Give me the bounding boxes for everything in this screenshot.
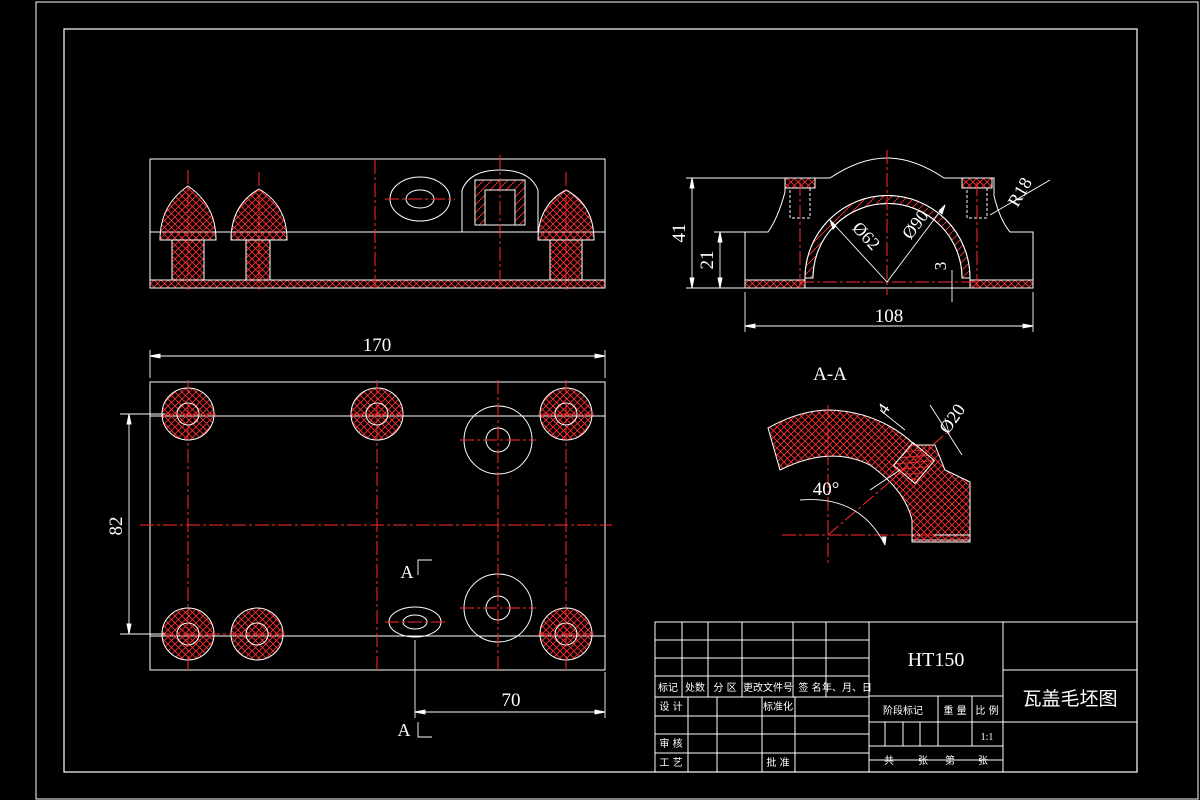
side-view (744, 157, 1034, 289)
dim-angle-40: 40° (813, 479, 840, 500)
front-view-centerlines (187, 155, 567, 290)
title-block-text: HT150 瓦盖毛坯图 1:1 标记 处数 分 区 更改文件号 签 名 年、月、… (658, 649, 1118, 769)
col-zone: 分 区 (713, 682, 736, 694)
inner-frame (63, 28, 1138, 773)
side-view-dimensions (686, 177, 1051, 332)
col-sign: 签 名 (798, 681, 821, 694)
col-date: 年、月、日 (822, 681, 872, 694)
dim-mid-height-21: 21 (697, 251, 718, 270)
dim-offset-70: 70 (502, 690, 521, 711)
title-block (654, 621, 1138, 773)
weight-label: 重 量 (943, 704, 966, 717)
scale-value: 1:1 (981, 732, 994, 743)
dim-height-41: 41 (669, 224, 690, 243)
dim-length-170: 170 (363, 335, 392, 356)
outer-frame (35, 1, 1199, 800)
row-approve: 批 准 (766, 756, 789, 769)
dim-depth-4: 4 (873, 400, 894, 418)
ratio-label: 比 例 (975, 704, 998, 717)
section-mark-a-top: A (401, 562, 414, 582)
row-process: 工 艺 (659, 757, 682, 769)
section-title-a-a: A-A (813, 364, 847, 385)
material-label: HT150 (908, 649, 965, 671)
top-view-centerlines (140, 380, 612, 672)
dim-length-108: 108 (875, 306, 904, 327)
col-mark: 标记 (658, 682, 678, 694)
row-design: 设 计 (659, 700, 682, 713)
sheets-word-1: 张 (918, 755, 928, 767)
sheets-word-2: 张 (978, 755, 988, 767)
front-view (149, 158, 606, 289)
row-review: 审 核 (659, 737, 682, 750)
dim-width-82: 82 (106, 517, 127, 536)
dim-thickness-3: 3 (931, 262, 950, 271)
dim-hole-20: Ø20 (935, 400, 969, 437)
section-view-dimensions (799, 404, 963, 546)
section-view-centerlines (782, 405, 951, 565)
col-count: 处数 (685, 681, 705, 694)
dim-inner-dia-62: Ø62 (849, 218, 885, 254)
top-view-dimensions (120, 350, 606, 738)
drawing-name: 瓦盖毛坯图 (1022, 688, 1117, 710)
row-standard: 标准化 (763, 700, 793, 713)
col-doc: 更改文件号 (743, 681, 793, 694)
sheet-no-label: 第 (945, 754, 955, 767)
section-mark-a-bottom: A (398, 720, 411, 740)
stage-mark-label: 阶段标记 (883, 704, 923, 717)
sheets-total-label: 共 (884, 755, 894, 767)
